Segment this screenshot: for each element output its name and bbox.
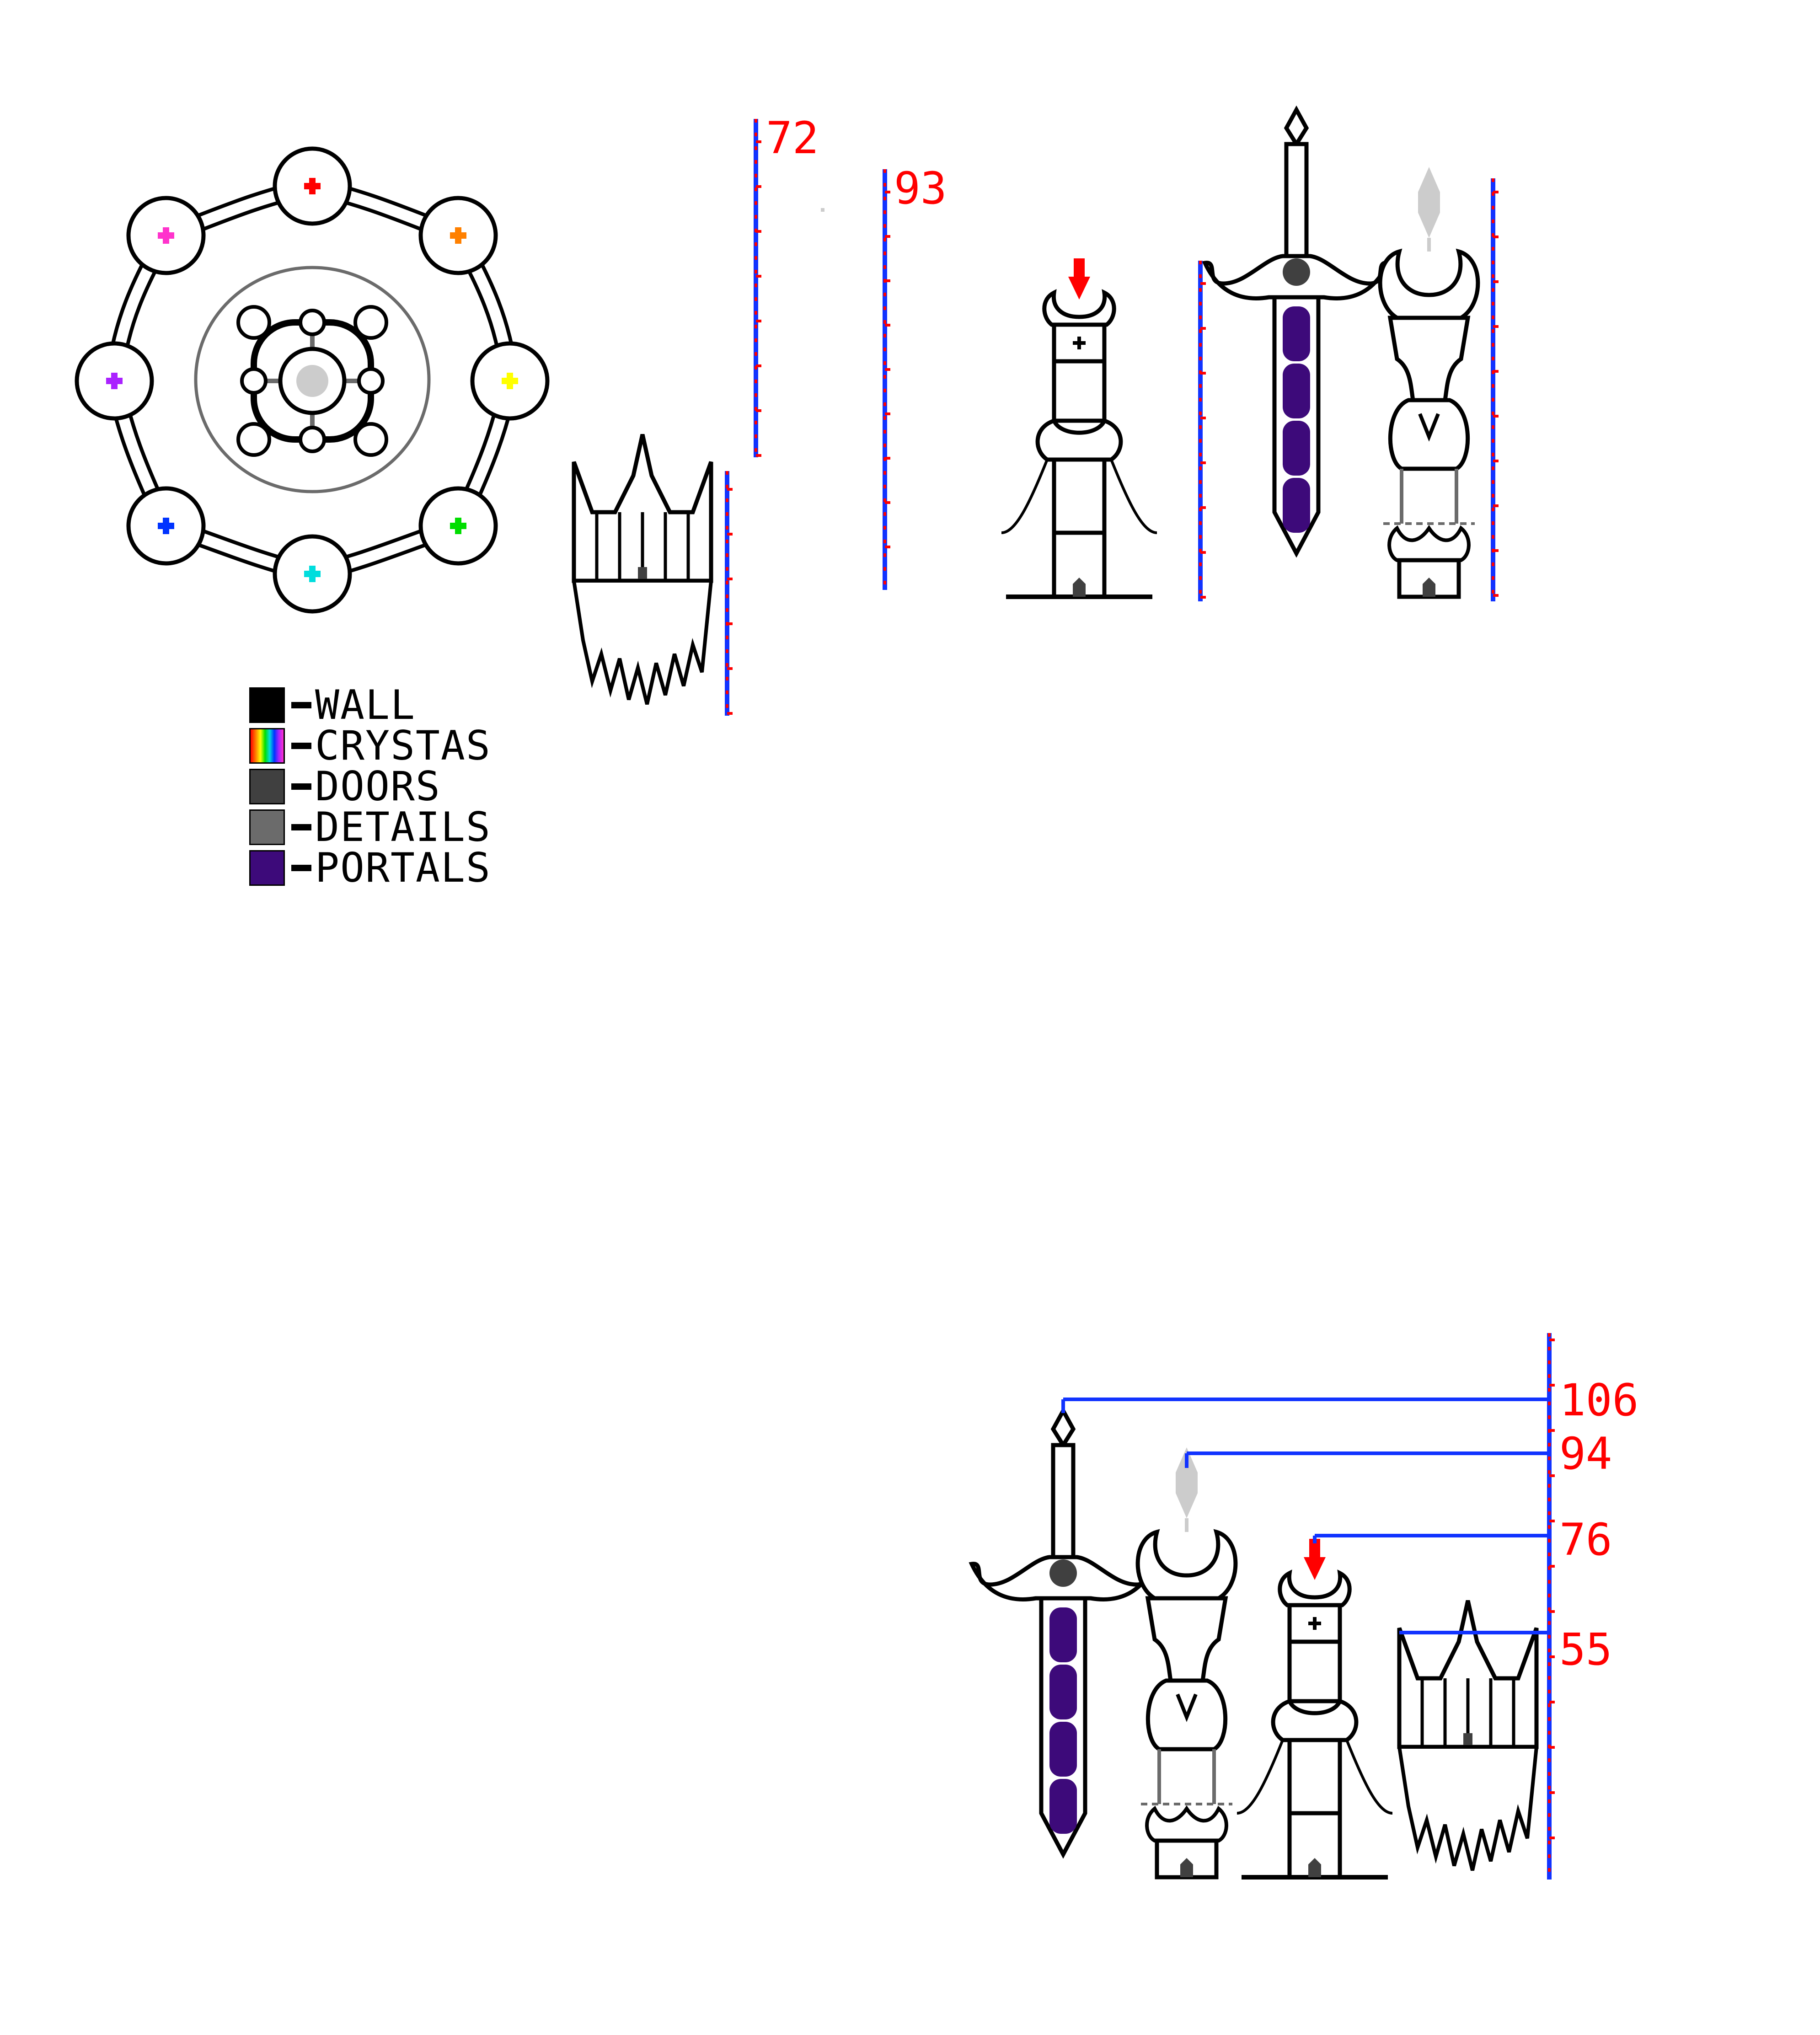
height-label-94: 94 [1559, 1428, 1612, 1479]
legend-swatch [249, 809, 285, 845]
ruler-93 [883, 169, 890, 590]
crystal-node [418, 196, 498, 275]
ruler-red-tower [1198, 261, 1206, 601]
legend-item-wall: WALL [249, 685, 491, 725]
legend-label: WALL [315, 681, 416, 728]
legend-label: PORTALS [315, 844, 491, 891]
height-label-106: 106 [1559, 1375, 1638, 1426]
legend-item-doors: DOORS [249, 766, 491, 807]
ruler-grey-tower [1491, 178, 1499, 601]
comparison-lines [1061, 1398, 1549, 1634]
inner-node [357, 367, 385, 395]
crystal-node [273, 534, 352, 614]
inner-node [236, 422, 271, 457]
height-label-55: 55 [1559, 1624, 1612, 1675]
legend-item-portals: PORTALS [249, 847, 491, 888]
red-crystal-tower-top [1001, 258, 1157, 597]
legend: WALL CRYSTAS DOORS DETAILS PORTALS [249, 685, 491, 888]
ruler-72 [754, 119, 761, 457]
crystal-node [126, 486, 206, 566]
crystal-node [75, 341, 154, 421]
inner-nodes [236, 305, 388, 457]
red-crystal-tower-bottom [1237, 1539, 1392, 1877]
crystal-node [418, 486, 498, 566]
ruler-label-72: 72 [766, 112, 819, 164]
sword-tower-top [1205, 110, 1388, 553]
stray-dot [821, 208, 824, 212]
legend-label: CRYSTAS [315, 722, 491, 769]
crystal-nodes [75, 146, 550, 614]
legend-swatch [249, 850, 285, 886]
inner-node [353, 422, 388, 457]
legend-swatch [249, 728, 285, 764]
fortress-top [574, 434, 711, 704]
crystal-node [273, 146, 352, 226]
ruler-fortress [725, 471, 733, 716]
inner-node [353, 305, 388, 340]
comparison-ruler [1547, 1333, 1555, 1880]
legend-label: DETAILS [315, 803, 491, 851]
sword-tower-bottom [972, 1411, 1155, 1854]
ruler-label-93: 93 [894, 163, 947, 214]
grey-crystal-tower-top [1380, 167, 1478, 597]
grey-crystal-tower-bottom [1138, 1447, 1236, 1877]
legend-label: DOORS [315, 762, 441, 810]
inner-node [236, 305, 271, 340]
height-label-76: 76 [1559, 1514, 1612, 1565]
legend-item-details: DETAILS [249, 807, 491, 847]
legend-item-crystas: CRYSTAS [249, 725, 491, 766]
fortress-bottom [1399, 1601, 1536, 1870]
crystal-node [470, 341, 550, 421]
inner-node [299, 309, 326, 336]
inner-node [240, 367, 268, 395]
legend-swatch [249, 687, 285, 723]
legend-swatch [249, 768, 285, 804]
crystal-node [126, 196, 206, 275]
inner-node [299, 426, 326, 453]
